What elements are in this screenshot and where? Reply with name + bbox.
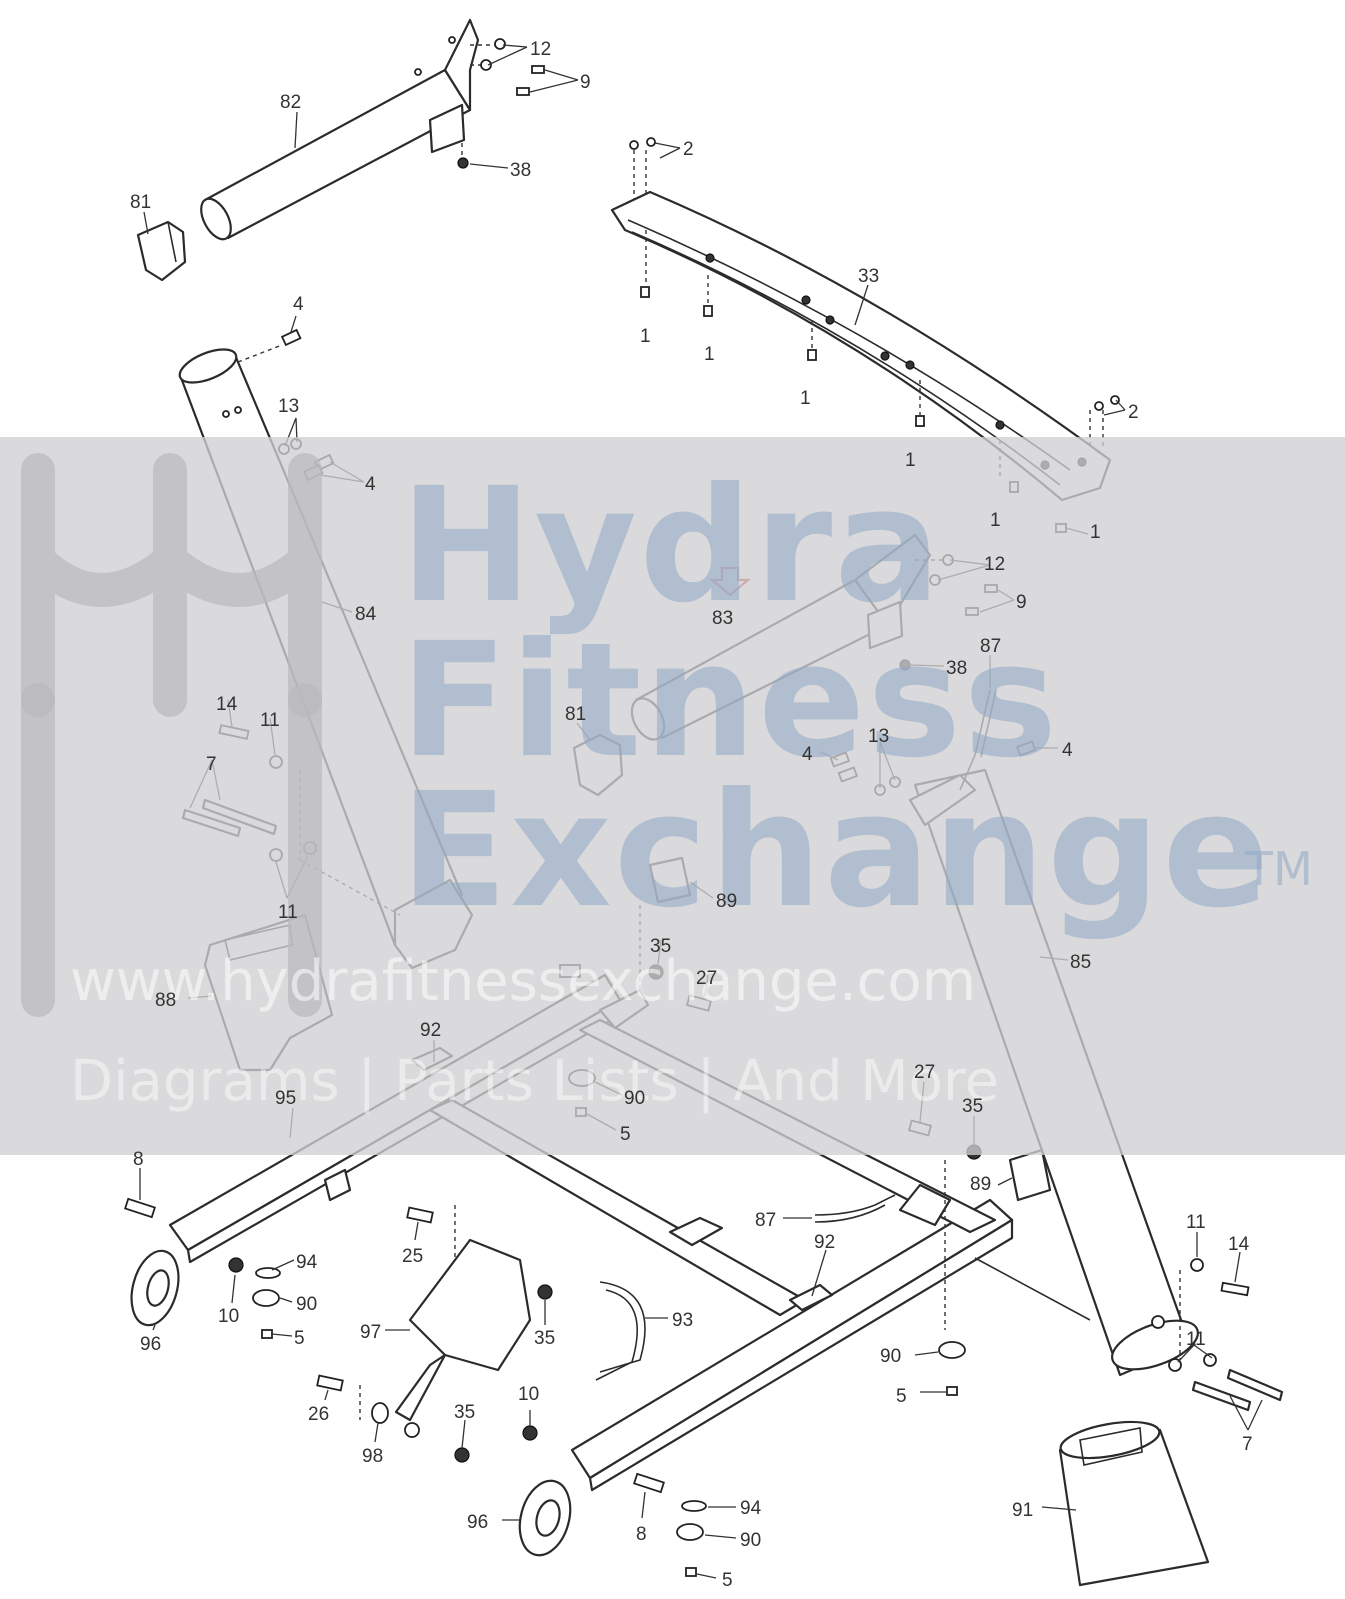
callout-90: 90 — [880, 1346, 901, 1367]
callout-97: 97 — [360, 1322, 381, 1343]
part-93-cable — [595, 1281, 646, 1381]
callout-93: 93 — [672, 1310, 693, 1331]
callout-8: 8 — [636, 1524, 647, 1545]
callout-1: 1 — [905, 450, 916, 471]
watermark-logo-lower — [21, 683, 322, 1017]
callout-5: 5 — [294, 1328, 305, 1349]
part-81-endcap-top — [136, 220, 187, 282]
callout-91: 91 — [1012, 1500, 1033, 1521]
watermark-band — [0, 437, 1345, 1155]
callout-8: 8 — [133, 1149, 144, 1170]
part-96-wheels — [130, 1249, 572, 1557]
callout-10: 10 — [518, 1384, 539, 1405]
callout-1: 1 — [800, 388, 811, 409]
callout-92: 92 — [420, 1020, 441, 1041]
callout-94: 94 — [740, 1498, 762, 1519]
part-91-cover-right — [1058, 1420, 1210, 1587]
callout-27: 27 — [696, 968, 717, 989]
part-87-wire-lower — [814, 1194, 896, 1223]
hardware-25-26-98-35-10 — [228, 1205, 553, 1463]
callout-38: 38 — [510, 160, 531, 181]
callout-90: 90 — [740, 1530, 761, 1551]
callout-89: 89 — [716, 891, 737, 912]
callout-10: 10 — [218, 1306, 239, 1327]
callout-13: 13 — [278, 396, 299, 417]
callout-labels: 12 9 82 38 81 2 33 1 1 1 1 1 1 2 4 13 4 … — [130, 39, 1253, 1591]
callout-84: 84 — [355, 604, 377, 625]
callout-1: 1 — [704, 344, 715, 365]
callout-87: 87 — [755, 1210, 776, 1231]
callout-12: 12 — [530, 39, 551, 60]
callout-90: 90 — [296, 1294, 317, 1315]
callout-11: 11 — [260, 710, 280, 731]
callout-95: 95 — [275, 1088, 296, 1109]
callout-14: 14 — [216, 694, 238, 715]
watermark-line2: Fitness — [400, 609, 1059, 793]
callout-88: 88 — [155, 990, 176, 1011]
callout-2: 2 — [1128, 402, 1139, 423]
callout-82: 82 — [280, 92, 301, 113]
callout-85: 85 — [1070, 952, 1091, 973]
callout-87: 87 — [980, 636, 1001, 657]
callout-7: 7 — [206, 754, 217, 775]
hardware-8-94-90-5-feet — [124, 1197, 707, 1577]
callout-33: 33 — [858, 266, 879, 287]
watermark-url: www.hydrafitnessexchange.com — [70, 949, 976, 1014]
callout-98: 98 — [362, 1446, 383, 1467]
callout-83: 83 — [712, 608, 733, 629]
callout-90: 90 — [624, 1088, 645, 1109]
callout-2: 2 — [683, 139, 694, 160]
callout-5: 5 — [722, 1570, 733, 1591]
callout-96: 96 — [467, 1512, 488, 1533]
callout-35: 35 — [534, 1328, 555, 1349]
part-97-motor-bracket — [394, 1238, 532, 1438]
callout-11: 11 — [1186, 1329, 1206, 1350]
callout-27: 27 — [914, 1062, 935, 1083]
callout-12: 12 — [984, 554, 1005, 575]
callout-89: 89 — [970, 1174, 991, 1195]
watermark-line1: Hydra — [400, 454, 943, 638]
callout-35: 35 — [962, 1096, 983, 1117]
callout-1: 1 — [990, 510, 1001, 531]
callout-11: 11 — [278, 902, 298, 923]
callout-1: 1 — [640, 326, 651, 347]
callout-5: 5 — [896, 1386, 907, 1407]
callout-9: 9 — [580, 72, 591, 93]
callout-4: 4 — [365, 474, 376, 495]
callout-9: 9 — [1016, 592, 1027, 613]
callout-25: 25 — [402, 1246, 423, 1267]
watermark: Hydra Fitness Exchange TM www.hydrafitne… — [0, 437, 1345, 1155]
callout-13: 13 — [868, 726, 889, 747]
watermark-tagline: Diagrams | Parts Lists | And More — [70, 1049, 999, 1114]
watermark-line3: Exchange — [400, 759, 1271, 943]
callout-38: 38 — [946, 658, 967, 679]
callout-26: 26 — [308, 1404, 329, 1425]
callout-35: 35 — [454, 1402, 475, 1423]
watermark-logo — [21, 453, 322, 717]
callout-96: 96 — [140, 1334, 161, 1355]
callout-1: 1 — [1090, 522, 1101, 543]
callout-81: 81 — [130, 192, 151, 213]
hardware-7-11-14-right — [1168, 1258, 1284, 1412]
callout-11: 11 — [1186, 1212, 1206, 1233]
callout-4: 4 — [802, 744, 813, 765]
callout-94: 94 — [296, 1252, 318, 1273]
part-82-upright-extension — [200, 18, 480, 241]
callout-4: 4 — [293, 294, 304, 315]
hardware-12-9-38-top — [457, 38, 545, 169]
callout-81: 81 — [565, 704, 586, 725]
callout-35: 35 — [650, 936, 671, 957]
callout-92: 92 — [814, 1232, 835, 1253]
callout-5: 5 — [620, 1124, 631, 1145]
callout-14: 14 — [1228, 1234, 1250, 1255]
callout-7: 7 — [1242, 1434, 1253, 1455]
callout-4: 4 — [1062, 740, 1073, 761]
watermark-trademark: TM — [1244, 842, 1313, 896]
